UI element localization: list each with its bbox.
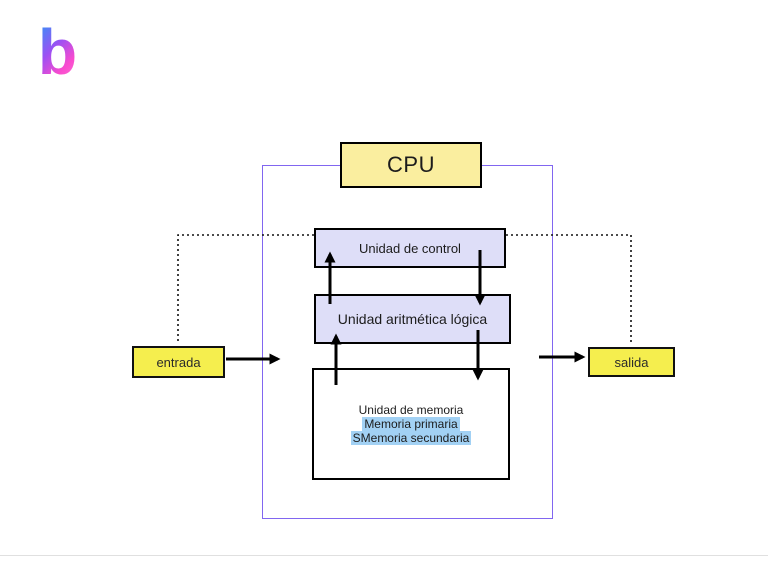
memory-unit-box: Unidad de memoria Memoria primaria SMemo… — [312, 368, 510, 480]
control-unit-label: Unidad de control — [359, 240, 461, 256]
input-box: entrada — [132, 346, 225, 378]
input-label: entrada — [156, 354, 201, 370]
cpu-label: CPU — [387, 152, 435, 177]
brand-logo-icon[interactable]: b — [38, 16, 78, 88]
output-box: salida — [588, 347, 675, 377]
output-label: salida — [614, 354, 649, 370]
canvas-bottom-divider — [0, 555, 768, 556]
memory-title: Unidad de memoria — [358, 403, 464, 417]
memory-text: Unidad de memoria Memoria primaria SMemo… — [350, 403, 472, 445]
alu-box: Unidad aritmética lógica — [314, 294, 511, 344]
memory-secondary-label: SMemoria secundaria — [350, 431, 472, 445]
control-unit-box: Unidad de control — [314, 228, 506, 268]
cpu-box: CPU — [340, 142, 482, 188]
alu-label: Unidad aritmética lógica — [337, 311, 488, 327]
memory-primary-label: Memoria primaria — [362, 417, 460, 431]
